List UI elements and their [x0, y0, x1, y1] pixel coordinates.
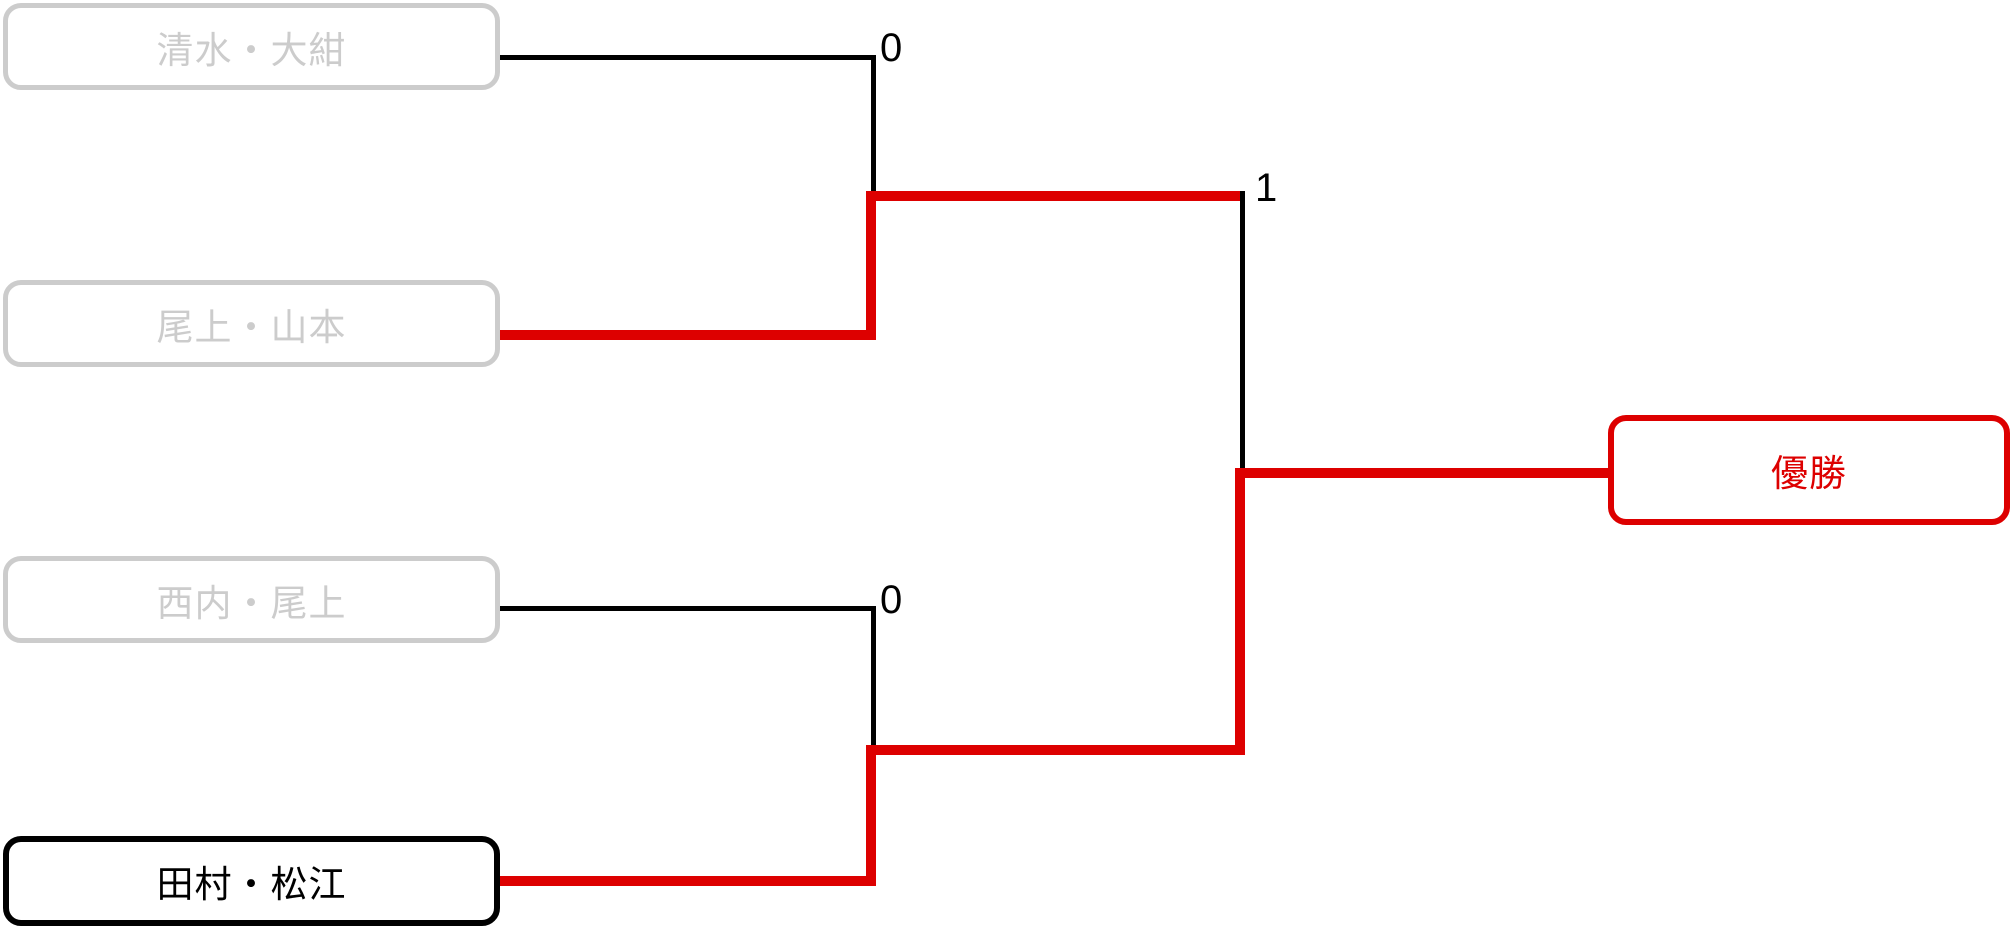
connector-qf2-top-horizontal: [500, 606, 876, 611]
team-box-4[interactable]: 田村・松江: [3, 836, 500, 926]
score-quarterfinal-top: 0: [880, 26, 903, 70]
connector-qf1-top-horizontal: [500, 55, 876, 60]
team-name-2: 尾上・山本: [156, 306, 347, 348]
connector-sf-top-horizontal: [866, 191, 1245, 201]
champion-label: 優勝: [1771, 453, 1847, 494]
connector-qf2-winner-vertical: [866, 745, 876, 886]
connector-sf-top-vertical: [1240, 191, 1245, 474]
team-box-1[interactable]: 清水・大紺: [3, 3, 500, 90]
champion-box[interactable]: 優勝: [1608, 415, 2010, 525]
team-box-3[interactable]: 西内・尾上: [3, 556, 500, 643]
connector-qf1-vertical: [871, 55, 876, 201]
connector-qf2-bottom-horizontal: [500, 876, 876, 886]
connector-sf-bottom-horizontal: [866, 745, 1245, 755]
team-box-2[interactable]: 尾上・山本: [3, 280, 500, 367]
connector-sf-bottom-vertical: [1235, 468, 1245, 750]
connector-qf2-vertical: [871, 606, 876, 746]
score-semifinal-top: 1: [1255, 166, 1278, 210]
connector-qf1-bottom-horizontal: [500, 330, 876, 340]
score-quarterfinal-bottom: 0: [880, 578, 903, 622]
connector-final-horizontal: [1235, 468, 1613, 478]
team-name-3: 西内・尾上: [156, 582, 347, 624]
connector-qf1-winner-vertical: [866, 191, 876, 340]
team-name-4: 田村・松江: [156, 864, 347, 905]
team-name-1: 清水・大紺: [156, 29, 347, 71]
